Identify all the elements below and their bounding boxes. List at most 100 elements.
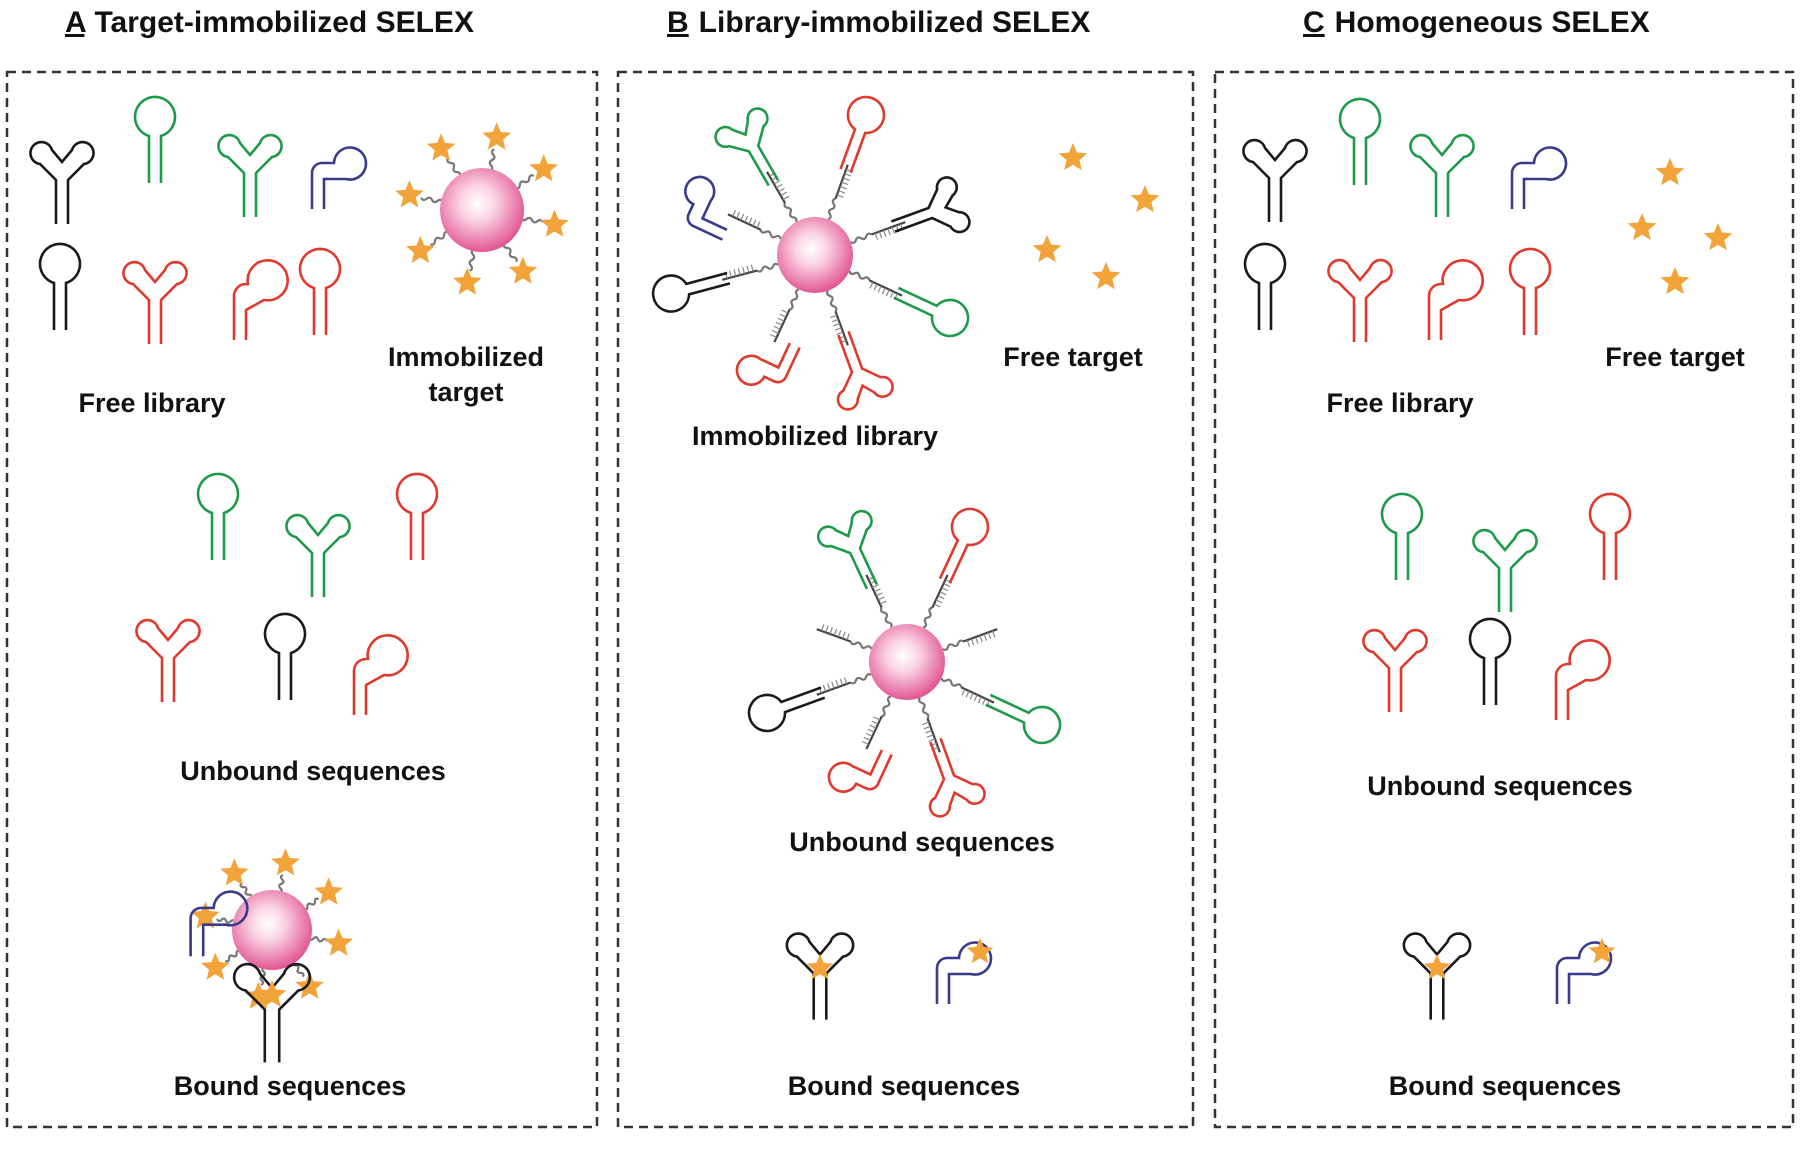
capture-strand xyxy=(766,171,786,204)
hairpin-aptamer xyxy=(651,271,731,313)
bulged-hairpin-aptamer xyxy=(1427,259,1484,340)
target-star xyxy=(508,256,538,284)
three-way-aptamer xyxy=(785,932,855,1020)
linker xyxy=(940,677,963,688)
curled-aptamer xyxy=(1510,146,1568,209)
hybrid-teeth xyxy=(769,172,790,201)
three-way-aptamer xyxy=(217,133,283,217)
target-star xyxy=(966,938,994,964)
free-library-label: Free library xyxy=(78,388,225,418)
three-way-aptamer xyxy=(285,513,351,597)
capture-strand xyxy=(773,308,791,343)
capture-strand xyxy=(963,628,998,643)
target-star xyxy=(324,928,353,956)
bound-sequences-label: Bound sequences xyxy=(788,1071,1021,1101)
immobilized-target xyxy=(395,122,569,295)
linker xyxy=(922,606,933,629)
hybrid-teeth xyxy=(836,168,853,198)
target-star xyxy=(529,154,558,182)
linker xyxy=(278,874,285,894)
hybrid-teeth xyxy=(830,314,847,344)
panel-b-frame xyxy=(616,70,1195,1129)
linker xyxy=(520,216,544,224)
three-way-aptamer xyxy=(890,176,971,234)
hairpin-aptamer xyxy=(1588,492,1632,580)
hybrid-teeth xyxy=(820,624,850,641)
target-star xyxy=(1627,213,1657,241)
three-way-aptamer xyxy=(1327,258,1393,342)
three-way-aptamer xyxy=(816,509,878,590)
capture-strand xyxy=(926,718,941,753)
curled-aptamer xyxy=(935,941,993,1004)
three-way-aptamer xyxy=(928,737,986,818)
target-star xyxy=(271,848,300,876)
bead xyxy=(777,217,853,293)
three-way-aptamer xyxy=(122,260,188,344)
hybrid-teeth xyxy=(869,281,899,301)
three-way-aptamer xyxy=(1472,528,1538,612)
target-star xyxy=(1703,223,1733,251)
curled-aptamer xyxy=(735,342,801,386)
hybrid-teeth xyxy=(724,264,754,279)
linker xyxy=(942,639,964,651)
three-way-aptamer xyxy=(135,618,201,702)
curled-aptamer xyxy=(1555,941,1613,1004)
three-way-aptamer xyxy=(714,107,780,187)
curled-aptamer xyxy=(310,146,368,209)
hairpin-aptamer xyxy=(747,686,826,733)
three-way-aptamer xyxy=(29,140,95,224)
linker xyxy=(881,695,892,718)
three-way-aptamer xyxy=(836,330,894,411)
target-star xyxy=(406,235,435,263)
target-star xyxy=(1032,235,1062,263)
target-star xyxy=(220,858,249,886)
free-target-label: Free target xyxy=(1605,342,1745,372)
panel-a-frame xyxy=(5,70,599,1129)
hairpin-aptamer xyxy=(1338,97,1382,185)
linker xyxy=(420,196,444,204)
linker xyxy=(826,290,838,312)
three-way-aptamer xyxy=(232,962,312,1063)
bulged-hairpin-aptamer xyxy=(352,634,409,715)
linker xyxy=(224,949,241,963)
target-star xyxy=(295,971,324,999)
linker xyxy=(502,242,518,263)
three-way-aptamer xyxy=(1409,133,1475,217)
hairpin-aptamer xyxy=(196,472,240,560)
hybrid-teeth xyxy=(961,688,991,708)
hybrid-teeth xyxy=(861,716,881,746)
panel-c-frame xyxy=(1213,70,1795,1129)
immobilized-library xyxy=(651,95,971,411)
linker xyxy=(849,641,873,650)
linker xyxy=(216,917,236,924)
linker xyxy=(756,262,779,273)
linker xyxy=(850,673,872,685)
hybrid-teeth xyxy=(731,209,761,229)
bead xyxy=(869,624,945,700)
bulged-hairpin-aptamer xyxy=(1554,639,1611,720)
capture-strand xyxy=(727,213,762,231)
capture-strand xyxy=(865,715,883,750)
linker xyxy=(239,882,253,899)
hairpin-aptamer xyxy=(38,242,82,330)
target-star xyxy=(314,877,343,905)
target-star xyxy=(806,954,834,980)
hairpin-aptamer xyxy=(133,95,177,183)
hybrid-teeth xyxy=(922,721,939,751)
target-star xyxy=(1660,267,1690,295)
linker xyxy=(446,157,462,178)
target-star xyxy=(395,180,424,208)
target-star xyxy=(1588,938,1616,964)
capture-strand xyxy=(871,221,906,236)
linker xyxy=(488,148,496,172)
hybrid-teeth xyxy=(818,677,848,694)
three-way-aptamer xyxy=(1402,932,1472,1020)
panel-a-graphics xyxy=(29,95,569,1063)
target-star xyxy=(1423,954,1451,980)
linker xyxy=(308,936,328,943)
linker xyxy=(783,202,798,223)
curled-aptamer xyxy=(827,749,893,793)
